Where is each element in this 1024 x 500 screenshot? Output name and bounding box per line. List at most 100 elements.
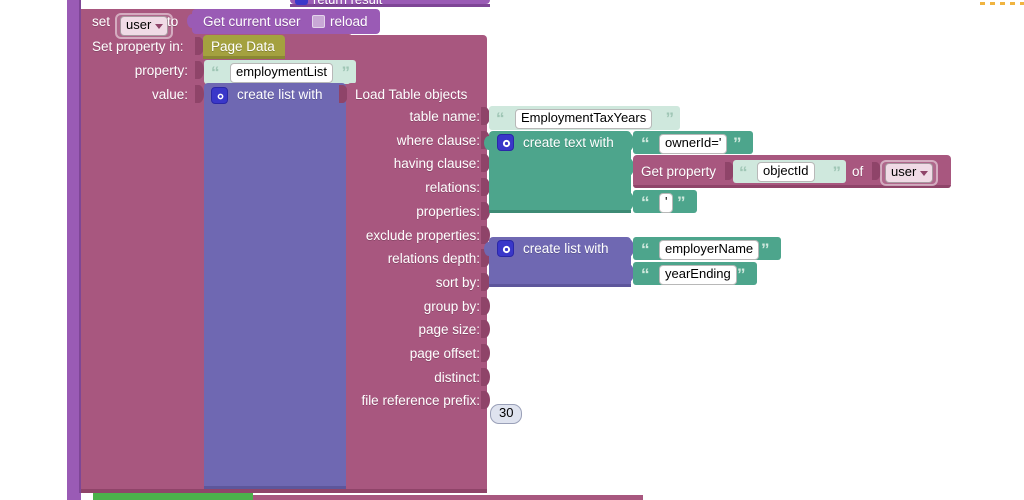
create-text-item-socket-1[interactable] — [625, 133, 634, 151]
set-property-in-target-socket[interactable] — [195, 37, 204, 55]
load-table-param-socket[interactable] — [481, 178, 490, 196]
get-current-user-plug — [187, 14, 195, 28]
quote-open-icon: “ — [641, 134, 649, 153]
load-table-param-socket[interactable] — [481, 249, 490, 267]
relations-item-socket-2[interactable] — [625, 264, 634, 282]
quote-close-icon: ” — [761, 240, 769, 259]
load-table-param-socket[interactable] — [481, 273, 490, 291]
page-data-block[interactable] — [203, 35, 285, 59]
return-result-block[interactable] — [290, 0, 490, 4]
bottom-green-block[interactable] — [93, 493, 253, 500]
employername-string-value[interactable]: employerName — [659, 240, 760, 260]
create-list-relations-block-edge — [489, 284, 631, 287]
quote-open-icon: “ — [496, 109, 504, 128]
load-table-param-socket[interactable] — [481, 107, 490, 125]
quote-close-icon: ” — [665, 109, 674, 128]
load-table-param-label: exclude properties: — [365, 228, 480, 243]
get-property-property-value[interactable]: objectId — [757, 162, 815, 182]
load-table-param-socket[interactable] — [481, 344, 490, 362]
load-table-param-label: relations depth: — [387, 251, 480, 266]
set-label: set — [92, 14, 111, 29]
get-property-object-dropdown[interactable]: user — [880, 160, 939, 186]
page-size-value[interactable]: 30 — [490, 404, 523, 424]
load-table-param-label: table name: — [409, 109, 480, 124]
property-label: property: — [134, 63, 188, 78]
load-table-param-label: distinct: — [434, 370, 480, 385]
create-text-with-plug — [484, 136, 492, 150]
load-table-param-socket[interactable] — [481, 154, 490, 172]
load-table-param-socket[interactable] — [481, 320, 490, 338]
create-list-relations-label: create list with — [523, 241, 609, 256]
bottom-rose-block[interactable] — [253, 495, 643, 500]
page-data-block-edge — [203, 56, 285, 59]
create-list-relations-gear-icon[interactable] — [497, 240, 514, 257]
load-table-param-socket[interactable] — [481, 391, 490, 409]
create-text-item-socket-2[interactable] — [625, 158, 634, 176]
load-table-param-label: where clause: — [396, 133, 480, 148]
load-table-objects-title: Load Table objects — [355, 87, 468, 102]
quote-open-icon: “ — [641, 240, 649, 259]
load-table-objects-socket[interactable] — [339, 85, 348, 103]
get-property-object-value[interactable]: user — [885, 163, 934, 183]
relations-item-socket-1[interactable] — [625, 239, 634, 257]
return-result-gear-icon — [295, 0, 308, 5]
reload-checkbox[interactable] — [312, 15, 325, 28]
get-property-of-label: of — [852, 164, 864, 179]
load-table-objects-block[interactable] — [347, 83, 487, 489]
create-list-value-gear-icon[interactable] — [211, 87, 228, 104]
quote-close-icon: ” — [832, 163, 841, 182]
load-table-param-socket[interactable] — [481, 226, 490, 244]
load-table-param-label: sort by: — [435, 275, 480, 290]
load-table-param-socket[interactable] — [481, 297, 490, 315]
property-string-block[interactable]: “ employmentList ” — [204, 60, 356, 84]
return-result-block-shadow — [290, 4, 490, 7]
value-socket[interactable] — [195, 85, 204, 103]
create-text-with-gear-icon[interactable] — [497, 134, 514, 151]
ownerid-string-value[interactable]: ownerId=' — [659, 134, 728, 154]
yearending-string-value[interactable]: yearEnding — [659, 265, 737, 285]
table-name-string-value[interactable]: EmploymentTaxYears — [515, 109, 653, 129]
return-result-label: return result — [313, 0, 382, 6]
create-list-value-label: create list with — [237, 87, 323, 102]
get-property-object-socket[interactable] — [872, 162, 881, 180]
quote-close-icon: ” — [341, 63, 350, 82]
get-current-user-block[interactable] — [192, 9, 380, 34]
get-property-block-edge — [633, 185, 951, 188]
create-text-with-block-edge — [489, 210, 631, 213]
load-table-param-label: page size: — [418, 322, 480, 337]
load-table-param-socket[interactable] — [481, 202, 490, 220]
create-text-item-socket-3[interactable] — [625, 192, 634, 210]
to-label: to — [167, 14, 179, 29]
load-table-param-socket[interactable] — [481, 368, 490, 386]
property-string-value[interactable]: employmentList — [230, 63, 334, 83]
create-list-relations-plug — [484, 242, 492, 256]
statement-stack-spine-edge — [79, 0, 81, 500]
set-variable-dropdown-value[interactable]: user — [120, 16, 169, 36]
table-name-string-block[interactable]: “ EmploymentTaxYears ” — [489, 106, 680, 130]
set-variable-dropdown[interactable]: user — [115, 13, 174, 39]
closing-quote-string-value[interactable]: ' — [659, 193, 674, 213]
highlight-dashed-line — [980, 2, 1024, 5]
load-table-param-label: properties: — [416, 204, 480, 219]
statement-stack-spine[interactable] — [67, 0, 81, 500]
quote-open-icon: “ — [211, 63, 219, 82]
load-table-param-label: relations: — [425, 180, 480, 195]
quote-close-icon: ” — [737, 265, 745, 284]
bottom-spine-continuation — [67, 493, 81, 500]
get-property-label: Get property — [641, 164, 717, 179]
get-property-property-string[interactable]: “ objectId ” — [733, 160, 846, 183]
create-list-value-block[interactable] — [204, 83, 346, 489]
reload-label: reload — [330, 14, 368, 29]
value-label: value: — [151, 87, 188, 102]
create-list-value-block-edge — [204, 486, 346, 489]
load-table-param-label: group by: — [423, 299, 480, 314]
create-text-with-label: create text with — [523, 135, 614, 150]
property-socket[interactable] — [195, 61, 204, 79]
quote-open-icon: “ — [739, 163, 747, 182]
quote-close-icon: ” — [733, 134, 741, 153]
load-table-param-label: file reference prefix: — [361, 393, 480, 408]
page-data-label: Page Data — [211, 39, 275, 54]
load-table-param-label: page offset: — [409, 346, 480, 361]
get-property-property-socket[interactable] — [725, 162, 734, 180]
